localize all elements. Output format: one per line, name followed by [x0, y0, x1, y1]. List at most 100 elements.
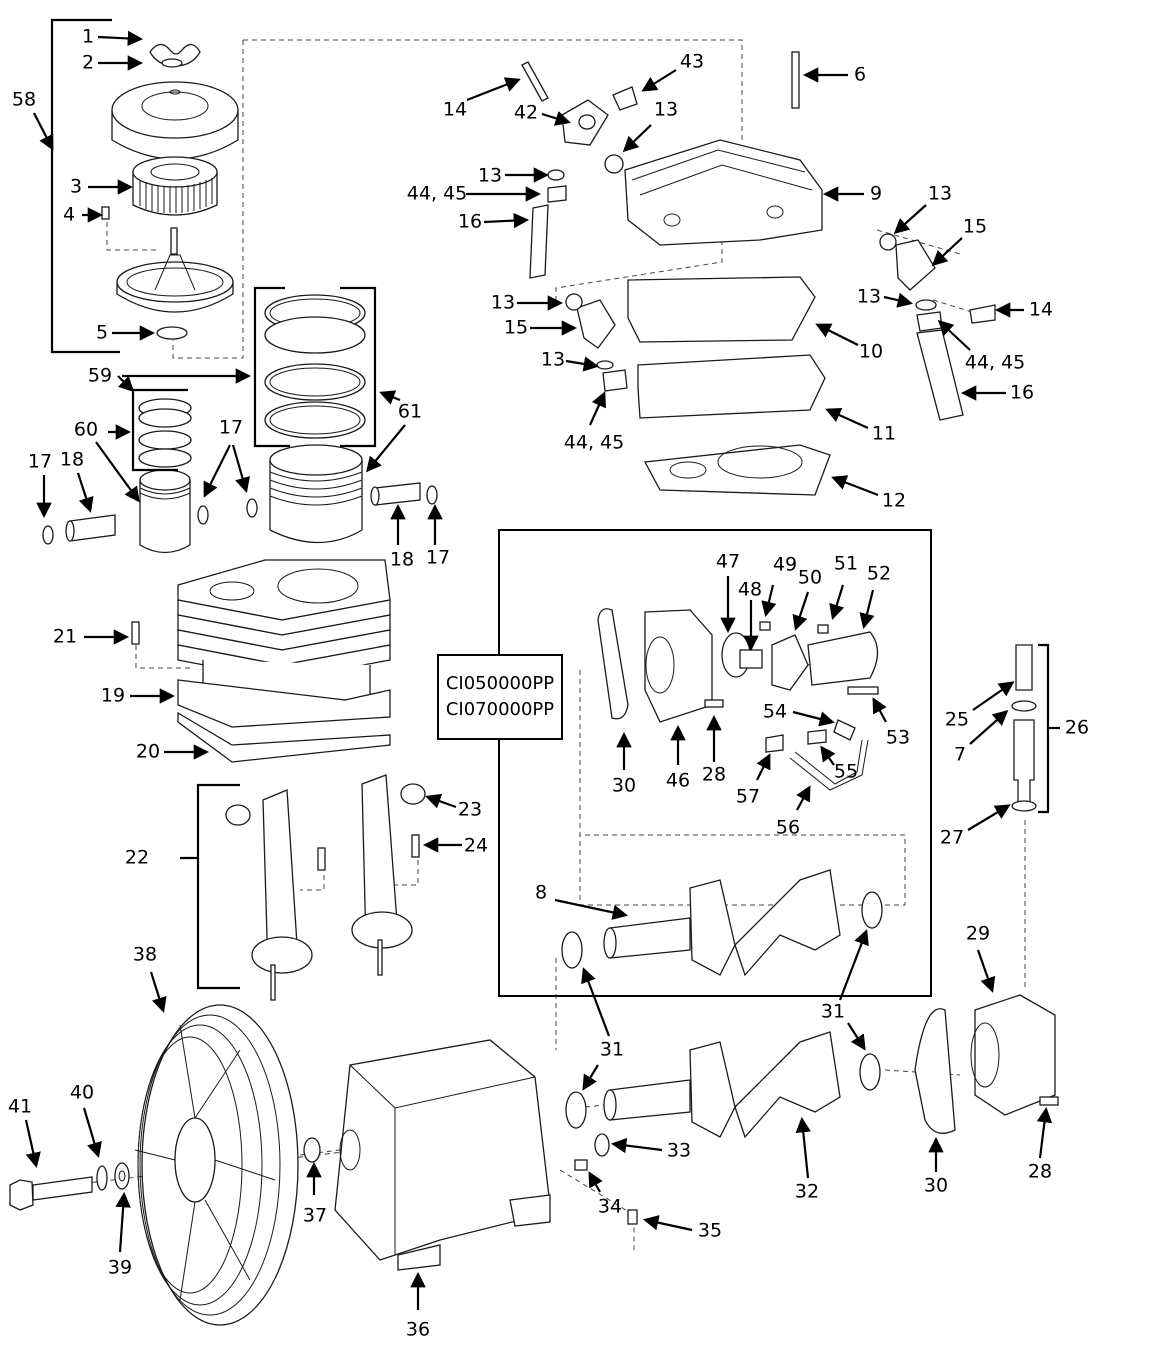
callout-label: 31 [599, 1038, 625, 1061]
crankcase [334, 1039, 551, 1271]
gasket-30 [914, 1008, 956, 1134]
callout-label: 33 [666, 1139, 692, 1162]
callout-label: 46 [665, 769, 691, 792]
callout-label: 17 [425, 546, 451, 569]
callout-label: 18 [59, 448, 85, 471]
callout-label: 39 [107, 1256, 133, 1279]
housing-46 [644, 609, 713, 723]
callout-label: 49 [772, 553, 798, 576]
callout-label: 40 [69, 1081, 95, 1104]
conversion-kit-frame [498, 529, 932, 997]
cylinder-gasket [177, 711, 391, 763]
bracket-22 [180, 783, 240, 990]
crankshaft [565, 1031, 881, 1225]
callout-label: 28 [701, 763, 727, 786]
callout-label: 44, 45 [563, 431, 625, 454]
callout-label: 15 [962, 215, 988, 238]
bracket-59 [131, 388, 188, 472]
flywheel-bolt [9, 1162, 130, 1211]
bracket-61 [253, 286, 377, 448]
callout-label: 2 [81, 51, 95, 74]
callout-label: 12 [881, 489, 907, 512]
kit-part-number: CI070000PP [445, 699, 555, 720]
callout-label: 32 [794, 1180, 820, 1203]
piston-rings [138, 294, 366, 468]
callout-label: 61 [397, 400, 423, 423]
callout-label: 48 [737, 578, 763, 601]
callout-label: 31 [820, 1000, 846, 1023]
callout-label: 30 [611, 774, 637, 797]
small-piston [139, 480, 191, 554]
callout-label: 13 [856, 285, 882, 308]
manifold-15 [895, 239, 936, 291]
callout-label: 38 [132, 943, 158, 966]
callout-label: 29 [965, 922, 991, 945]
callout-label: 60 [73, 418, 99, 441]
callout-label: 24 [463, 834, 489, 857]
cylinder-flange [177, 679, 391, 728]
callout-label: 13 [490, 291, 516, 314]
washer [161, 58, 183, 68]
callout-label: 6 [853, 63, 867, 86]
bearing-carrier [914, 994, 1059, 1134]
callout-label: 11 [871, 422, 897, 445]
callout-label: 56 [775, 816, 801, 839]
callout-label: 27 [939, 826, 965, 849]
pistons [42, 444, 438, 554]
gasket [156, 326, 188, 340]
rotor-50 [771, 634, 809, 691]
callout-label: 36 [405, 1318, 431, 1341]
callout-label: 41 [7, 1095, 33, 1118]
callout-label: 59 [87, 364, 113, 387]
breather-assembly [1011, 644, 1037, 812]
valve-plate-gasket [627, 276, 816, 343]
callout-label: 4 [62, 203, 76, 226]
callout-label: 22 [124, 846, 150, 869]
bracket-58 [50, 18, 120, 354]
callout-label: 37 [302, 1204, 328, 1227]
callout-label: 10 [858, 340, 884, 363]
discharge-tube [529, 204, 549, 279]
callout-label: 13 [653, 98, 679, 121]
callout-label: 23 [457, 798, 483, 821]
callout-label: 52 [866, 562, 892, 585]
crankshaft-kit [561, 869, 883, 977]
callout-label: 13 [927, 182, 953, 205]
group-brackets [50, 18, 1060, 990]
callout-label: 14 [1028, 298, 1054, 321]
gasket-30 [597, 608, 629, 720]
callout-label: 57 [735, 785, 761, 808]
callout-label: 17 [218, 416, 244, 439]
piston-pin [69, 514, 116, 542]
oil-pump-kit [597, 608, 879, 791]
large-piston [269, 460, 363, 544]
callout-label: 54 [762, 700, 788, 723]
manifold-15 [576, 299, 616, 349]
cylinder [131, 559, 391, 763]
callout-label: 42 [513, 101, 539, 124]
piston-pin [374, 482, 421, 506]
callout-label: 53 [885, 726, 911, 749]
pump-body-52 [807, 631, 879, 686]
kit-part-number: CI050000PP [445, 673, 555, 694]
discharge-tube [916, 329, 964, 421]
callout-label: 15 [503, 316, 529, 339]
callout-label: 43 [679, 50, 705, 73]
callout-arrows [24, 30, 1053, 1310]
callout-label: 44, 45 [406, 182, 468, 205]
callout-label: 13 [477, 164, 503, 187]
callout-label: 14 [442, 98, 468, 121]
callout-label: 13 [540, 348, 566, 371]
bracket-26 [1038, 643, 1060, 814]
callout-label: 1 [81, 25, 95, 48]
connecting-rods [225, 774, 426, 1001]
callout-label: 3 [69, 175, 83, 198]
air-filter-assembly [101, 43, 239, 340]
head-bolt [791, 51, 800, 109]
head-gasket [643, 444, 831, 496]
callout-label: 44, 45 [964, 351, 1026, 374]
callout-label: 7 [953, 743, 967, 766]
callout-label: 17 [27, 450, 53, 473]
callout-label: 16 [1009, 381, 1035, 404]
